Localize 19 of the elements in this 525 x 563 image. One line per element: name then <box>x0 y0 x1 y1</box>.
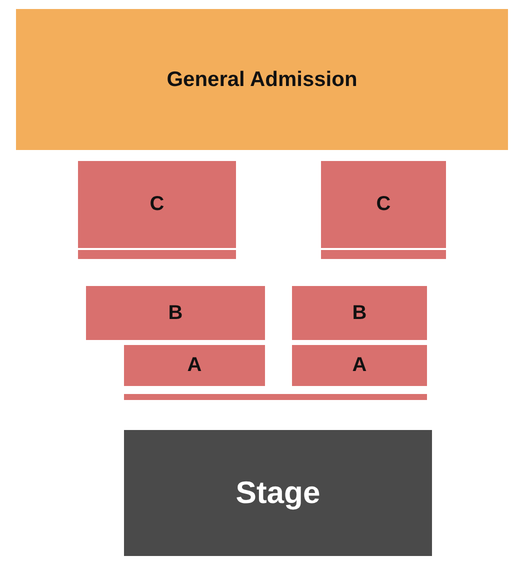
section-label: B <box>168 302 183 324</box>
general-admission-section <box>16 9 508 150</box>
section-label: A <box>352 354 367 377</box>
seating-section <box>124 345 265 386</box>
seating-section <box>321 161 446 248</box>
section-label: General Admission <box>166 68 358 92</box>
seating-section <box>292 345 427 386</box>
seating-row-strip <box>124 394 427 400</box>
section-label: Stage <box>236 475 320 511</box>
seating-section <box>86 286 265 340</box>
seating-row-strip <box>321 250 446 259</box>
seating-section <box>78 161 236 248</box>
seating-row-strip <box>78 250 236 259</box>
section-label: B <box>352 302 367 324</box>
seating-section <box>292 286 427 340</box>
section-label: C <box>376 193 391 216</box>
stage <box>124 430 432 556</box>
section-label: C <box>150 193 164 216</box>
section-label: A <box>187 354 202 377</box>
